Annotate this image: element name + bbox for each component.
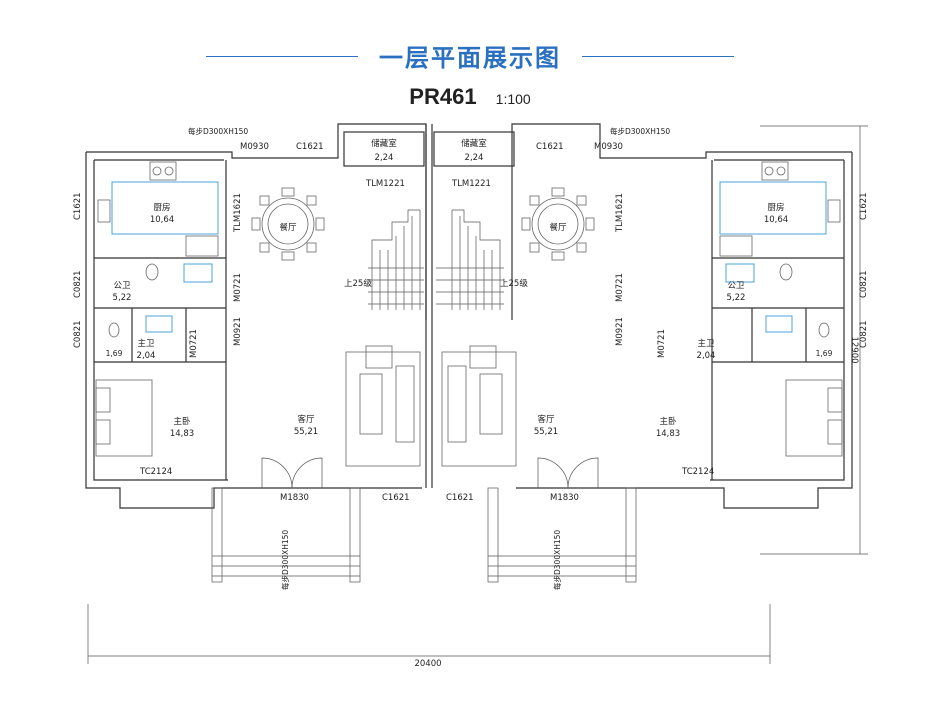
interior-walls-left [94,160,227,480]
labels-master-bath: 主卫 2,04 1,69 主卫 2,04 1,69 [106,338,833,361]
window-c0821-left-2: C0821 [73,320,83,348]
stairs-right-label: 上25级 [500,278,528,289]
step-note-porch-left: 每步D300XH150 [280,530,290,590]
public-bath-left-name: 公卫 [113,281,131,291]
master-bath-right-name: 主卫 [697,338,715,349]
model-code: PR461 [409,84,477,109]
kitchen-right-name: 厨房 [767,202,784,213]
labels-storage: 储藏室 2,24 储藏室 2,24 [371,138,487,163]
door-m1830-right: M1830 [550,493,579,503]
kitchen-right-area: 10,64 [764,215,788,225]
master-bath-left-name: 主卫 [137,338,155,349]
door-m0721-left-2: M0721 [189,329,199,358]
labels-bedroom: 主卧 14,83 主卧 14,83 [170,416,680,439]
title-rule-right [582,56,734,57]
door-m0921-right: M0921 [615,317,625,346]
door-m0921-left: M0921 [233,317,243,346]
porches [211,487,637,583]
living-left-area: 55,21 [294,427,318,437]
living-left-name: 客厅 [297,414,315,425]
small-bath-left-area: 1,69 [106,349,123,358]
stairs [368,209,504,310]
stairs-left-label: 上25级 [344,278,372,289]
overall-width-dimension: 20400 [414,659,441,669]
labels-living: 客厅 55,21 客厅 55,21 [294,414,558,437]
storage-left-area: 2,24 [375,153,394,163]
labels-openings: C1621 C1621 M0930 M0930 每步D300XH150 每步D3… [73,126,869,590]
dining-tables [251,187,595,261]
dimension-lines [87,125,868,664]
public-bath-right-name: 公卫 [727,281,745,291]
window-c1621-bottom-left: C1621 [382,493,410,503]
public-bath-right-area: 5,22 [727,293,746,303]
model-heading: PR461 1:100 [0,84,940,110]
window-c1621-top-left: C1621 [296,142,324,152]
kitchen-left-name: 厨房 [153,202,170,213]
living-right-area: 55,21 [534,427,558,437]
entry-doors [261,457,599,489]
storage-right-name: 储藏室 [461,138,487,149]
door-tlm1221-left: TLM1221 [365,179,405,189]
window-c0821-left-1: C0821 [73,270,83,298]
master-bedroom-left-name: 主卧 [173,416,191,427]
page-title: 一层平面展示图 [379,44,561,72]
window-c1621-side-left: C1621 [73,192,83,220]
door-m0721-left-1: M0721 [233,273,243,302]
public-bath-left-area: 5,22 [113,293,132,303]
window-c1621-bottom-right: C1621 [446,493,474,503]
labels-dining: 餐厅 餐厅 [279,223,567,233]
door-m0930-left: M0930 [240,142,269,152]
step-note-top-left: 每步D300XH150 [188,126,248,136]
door-tlm1221-right: TLM1221 [451,179,491,189]
window-c0821-right-1: C0821 [859,270,869,298]
labels-dimensions: 20400 12900 [414,336,859,669]
door-tlm1621-right: TLM1621 [615,193,625,233]
beds [95,379,843,457]
window-c1621-top-right: C1621 [536,142,564,152]
window-tc2124-right: TC2124 [681,467,714,477]
master-bedroom-right-name: 主卧 [659,416,677,427]
door-m0930-right: M0930 [594,142,623,152]
small-bath-right-area: 1,69 [816,349,833,358]
dining-right-name: 餐厅 [549,223,567,233]
labels-stairs: 上25级 上25级 [344,278,528,289]
dining-left-name: 餐厅 [279,223,297,233]
master-bath-left-area: 2,04 [137,351,156,361]
master-bath-right-area: 2,04 [697,351,716,361]
bathroom-fixtures [108,263,830,338]
door-m0721-right-1: M0721 [615,273,625,302]
window-c0821-right-2: C0821 [859,320,869,348]
labels-kitchen: 厨房 10,64 厨房 10,64 [150,202,788,225]
interior-walls-right [711,160,844,480]
labels-public-bath: 公卫 5,22 公卫 5,22 [113,281,746,303]
kitchen-fixtures [97,161,841,257]
master-bedroom-right-area: 14,83 [656,429,680,439]
step-note-top-right: 每步D300XH150 [610,126,670,136]
window-tc2124-left: TC2124 [139,467,172,477]
door-m0721-right-2: M0721 [657,329,667,358]
overall-depth-dimension: 12900 [849,336,859,363]
title-rule-left [206,56,358,57]
drawing-scale: 1:100 [495,91,531,107]
storage-left-name: 储藏室 [371,138,397,149]
living-right-name: 客厅 [537,414,555,425]
door-m1830-left: M1830 [280,493,309,503]
living-sofas [345,345,517,467]
kitchen-left-area: 10,64 [150,215,174,225]
storage-right-area: 2,24 [465,153,484,163]
window-c1621-side-right: C1621 [859,192,869,220]
door-tlm1621-left: TLM1621 [233,193,243,233]
step-note-porch-right: 每步D300XH150 [552,530,562,590]
master-bedroom-left-area: 14,83 [170,429,194,439]
